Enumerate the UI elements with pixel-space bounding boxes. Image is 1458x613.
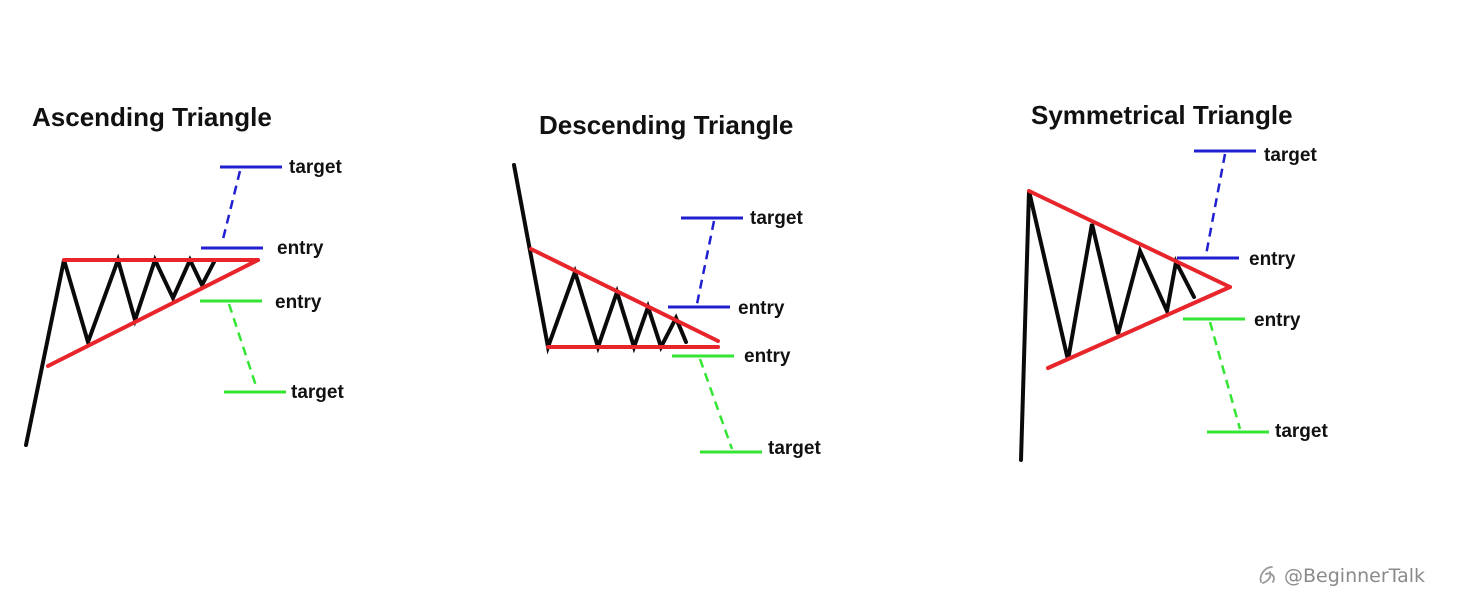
descending-entry-down-label: entry xyxy=(744,346,791,367)
symmetrical-triangle-panel: Symmetrical Triangle target entry entry … xyxy=(1019,100,1328,462)
ascending-target-down-dash xyxy=(227,303,259,390)
symmetrical-target-up-label: target xyxy=(1264,145,1317,166)
ascending-target-up-label: target xyxy=(289,157,342,178)
symmetrical-target-up-dash xyxy=(1204,153,1227,256)
symmetrical-target-down-label: target xyxy=(1275,421,1328,442)
descending-target-down-label: target xyxy=(768,438,821,459)
ascending-target-down-label: target xyxy=(291,382,344,403)
ascending-entry-up-label: entry xyxy=(277,238,324,259)
watermark: @BeginnerTalk xyxy=(1259,565,1425,587)
ascending-target-up-dash xyxy=(220,170,242,245)
symmetrical-title: Symmetrical Triangle xyxy=(1031,100,1293,130)
ascending-support-line xyxy=(46,258,260,368)
watermark-text: @BeginnerTalk xyxy=(1284,565,1425,587)
descending-title: Descending Triangle xyxy=(539,110,793,140)
brand-logo-icon xyxy=(1259,566,1275,584)
symmetrical-lower-line xyxy=(1046,285,1232,370)
ascending-title: Ascending Triangle xyxy=(32,102,272,132)
descending-target-down-dash xyxy=(698,358,734,450)
symmetrical-entry-up-label: entry xyxy=(1249,249,1296,270)
descending-price-path xyxy=(512,163,688,355)
symmetrical-entry-down-label: entry xyxy=(1254,310,1301,331)
symmetrical-target-down-dash xyxy=(1208,321,1242,430)
ascending-price-path xyxy=(24,253,216,447)
descending-target-up-dash xyxy=(695,220,716,305)
descending-triangle-panel: Descending Triangle target entry entry t… xyxy=(512,110,821,459)
descending-resistance-line xyxy=(529,247,720,343)
ascending-entry-down-label: entry xyxy=(275,292,322,313)
symmetrical-price-path xyxy=(1019,190,1196,462)
descending-target-up-label: target xyxy=(750,208,803,229)
symmetrical-upper-line xyxy=(1027,189,1232,289)
ascending-triangle-panel: Ascending Triangle target entry entry ta… xyxy=(24,102,344,447)
descending-entry-up-label: entry xyxy=(738,298,785,319)
